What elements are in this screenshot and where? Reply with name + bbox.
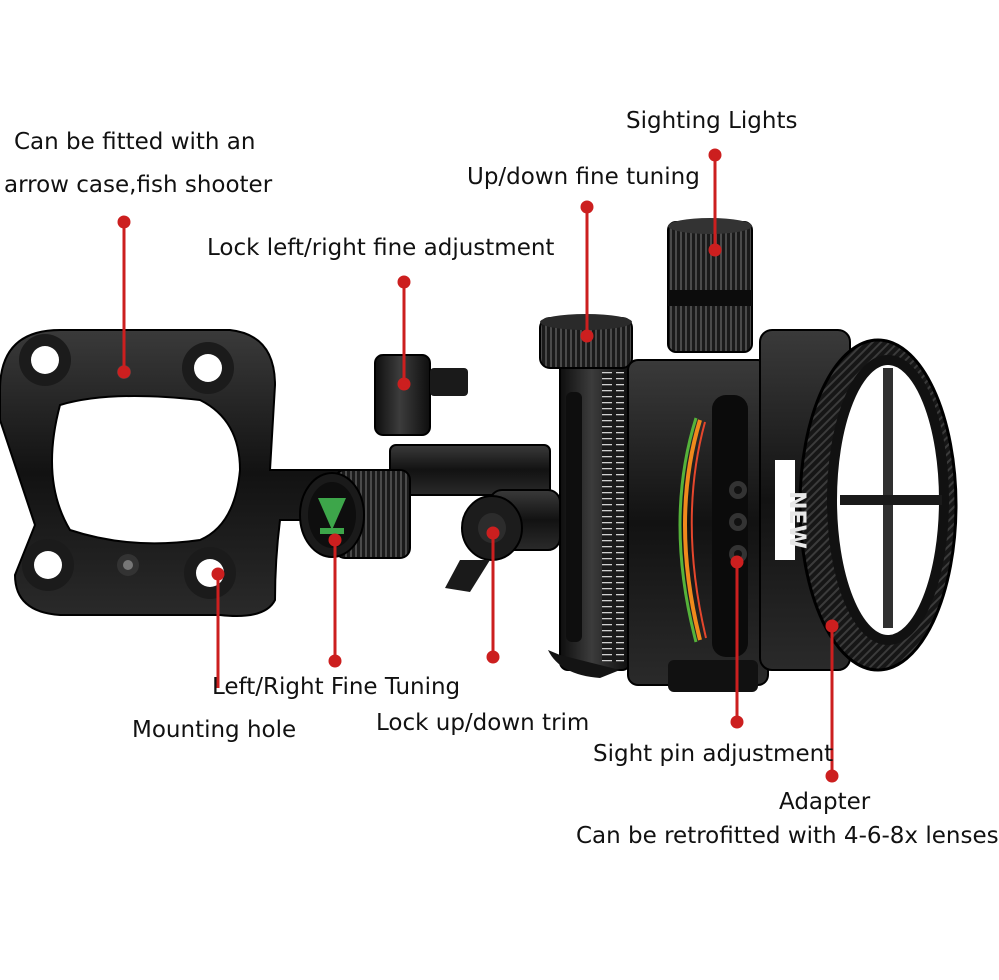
leader-lock-updown-end — [486, 650, 500, 664]
vertical-scale — [548, 357, 631, 678]
leader-sight-pin-end — [730, 715, 744, 729]
leader-lock-lr-dot — [397, 377, 411, 391]
label-arrow-case-line1: Can be fitted with an — [14, 129, 256, 155]
label-lens-retrofit: Can be retrofitted with 4-6-8x lenses — [576, 823, 999, 849]
leader-lr-fine-dot — [328, 533, 342, 547]
sighting-light — [667, 218, 753, 353]
leader-arrow-case-end — [117, 215, 131, 229]
leader-mounting-hole-dot — [211, 567, 225, 581]
leader-lock-updown-dot — [486, 526, 500, 540]
label-arrow-case-line2: arrow case,fish shooter — [4, 172, 273, 198]
leader-arrow-case-dot — [117, 365, 131, 379]
leader-sighting-lights-dot — [708, 243, 722, 257]
leader-lock-lr-end — [397, 275, 411, 289]
leader-sighting-lights-end — [708, 148, 722, 162]
dovetail-bar — [374, 354, 561, 592]
lens-ring — [759, 329, 958, 672]
label-sight-pin-adjustment: Sight pin adjustment — [593, 741, 834, 767]
label-lr-fine-tuning: Left/Right Fine Tuning — [212, 674, 461, 700]
leader-lr-fine-end — [328, 654, 342, 668]
leader-adapter-dot — [825, 619, 839, 633]
label-sighting-lights: Sighting Lights — [626, 108, 798, 134]
product-marking: NEW — [784, 491, 809, 549]
leader-updown-fine-end — [580, 200, 594, 214]
label-lock-updown-trim: Lock up/down trim — [376, 710, 590, 736]
label-mounting-hole: Mounting hole — [132, 717, 297, 743]
sight-housing — [627, 359, 769, 692]
label-lock-lr-adjustment: Lock left/right fine adjustment — [207, 235, 555, 261]
label-updown-fine-tuning: Up/down fine tuning — [467, 164, 700, 190]
leader-sight-pin-dot — [730, 555, 744, 569]
leader-lines — [117, 148, 839, 783]
mounting-bracket — [0, 329, 401, 617]
elevation-knob — [539, 314, 633, 369]
lr-fine-tuning-knob — [299, 469, 411, 559]
leader-updown-fine-dot — [580, 329, 594, 343]
leader-adapter-end — [825, 769, 839, 783]
label-adapter: Adapter — [779, 789, 871, 815]
